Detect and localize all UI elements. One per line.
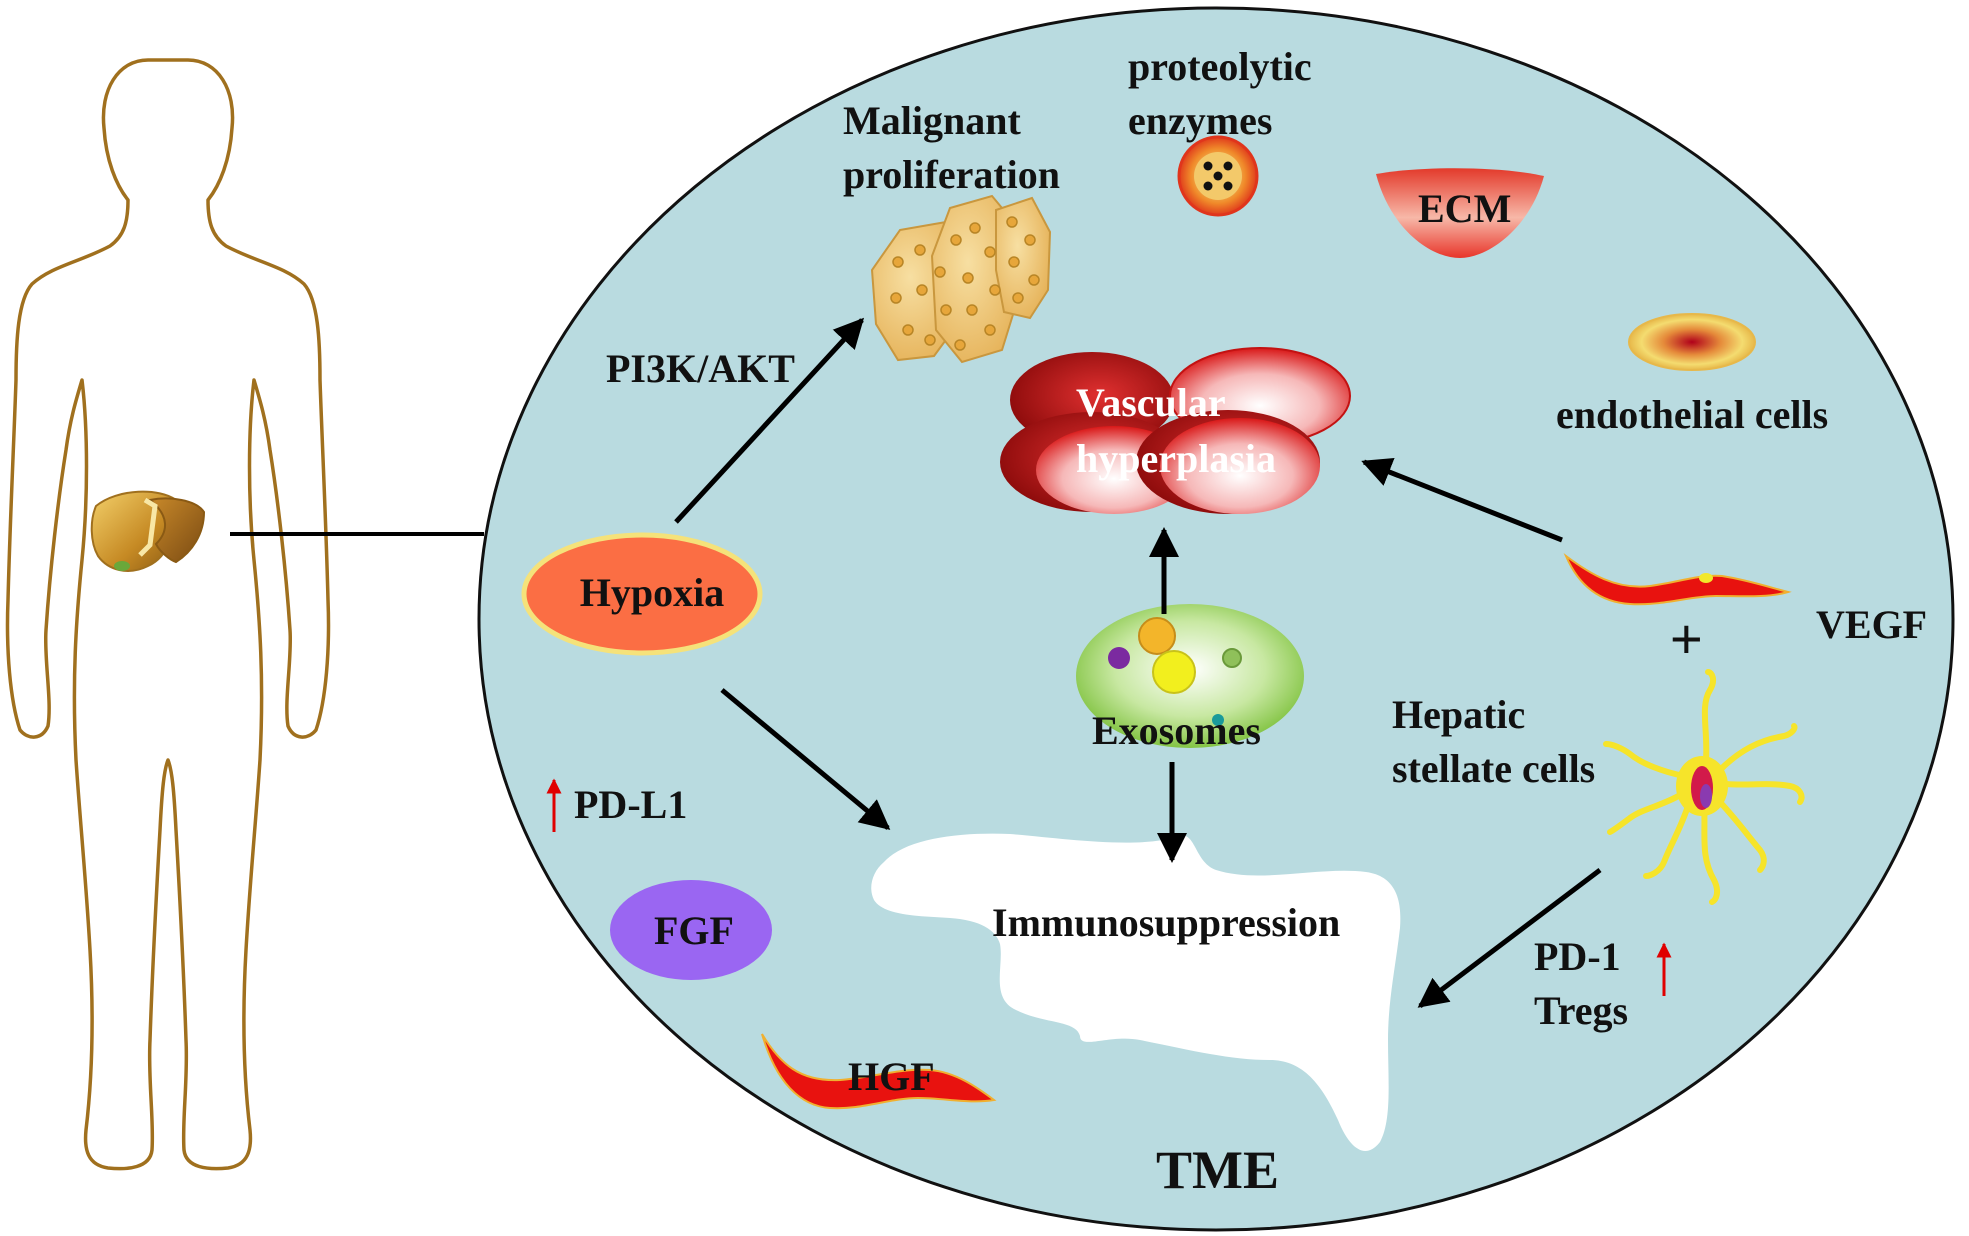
proteolytic-label-line2: enzymes	[1128, 98, 1272, 143]
malignant-label-line2: proliferation	[843, 152, 1060, 197]
immunosuppression-label: Immunosuppression	[992, 900, 1340, 945]
hgf-label: HGF	[848, 1054, 935, 1099]
human-body-outline	[5, 58, 331, 1171]
ecm-label: ECM	[1418, 186, 1511, 231]
ecm-shape	[1376, 168, 1544, 258]
exosomes-label: Exosomes	[1092, 708, 1261, 753]
hepatic-label-line1: Hepatic	[1392, 692, 1525, 737]
vegf-fibroblast-shape	[1563, 552, 1792, 606]
hepatic-stellate-nucleus	[1676, 756, 1728, 816]
fgf-node	[610, 880, 772, 980]
hypoxia-node	[521, 532, 763, 656]
exosome-icon	[1076, 604, 1304, 748]
arrow-stellate-to-immunosuppression	[1417, 868, 1602, 1008]
hepatic-stellate-cell-icon	[1603, 669, 1805, 905]
tme-label: TME	[1156, 1140, 1279, 1200]
vascular-hyperplasia-cluster	[1000, 347, 1351, 514]
hypoxia-label: Hypoxia	[580, 570, 724, 615]
vegf-label: VEGF	[1816, 602, 1927, 647]
endothelial-cell-icon	[1628, 313, 1756, 371]
hepatic-label-line2: stellate cells	[1392, 746, 1595, 791]
proteolytic-enzyme-icon	[1177, 135, 1259, 217]
arrow-hypoxia-to-immunosuppression	[720, 688, 891, 830]
arrow-hypoxia-to-proliferation	[674, 317, 865, 524]
arrows	[674, 317, 1602, 1008]
pi3k-akt-label: PI3K/AKT	[606, 346, 795, 391]
arrow-vegf-to-vascular	[1361, 457, 1563, 543]
vegf-nucleus	[1699, 573, 1713, 583]
pd-l1-label: PD-L1	[574, 782, 687, 827]
vascular-label-line1: Vascular	[1076, 380, 1226, 425]
malignant-label-line1: Malignant	[843, 98, 1021, 143]
immunosuppression-blob	[871, 833, 1401, 1151]
pd-1-label: PD-1	[1534, 934, 1621, 979]
vascular-label-line2: hyperplasia	[1076, 436, 1276, 481]
plus-sign: +	[1670, 607, 1703, 670]
tregs-label: Tregs	[1534, 988, 1628, 1033]
fgf-label: FGF	[654, 908, 734, 953]
endothelial-label: endothelial cells	[1556, 392, 1828, 437]
malignant-cell-cluster	[870, 194, 1052, 364]
hgf-shape	[761, 1033, 997, 1110]
proteolytic-label-line1: proteolytic	[1128, 44, 1312, 89]
liver-icon	[90, 490, 206, 572]
